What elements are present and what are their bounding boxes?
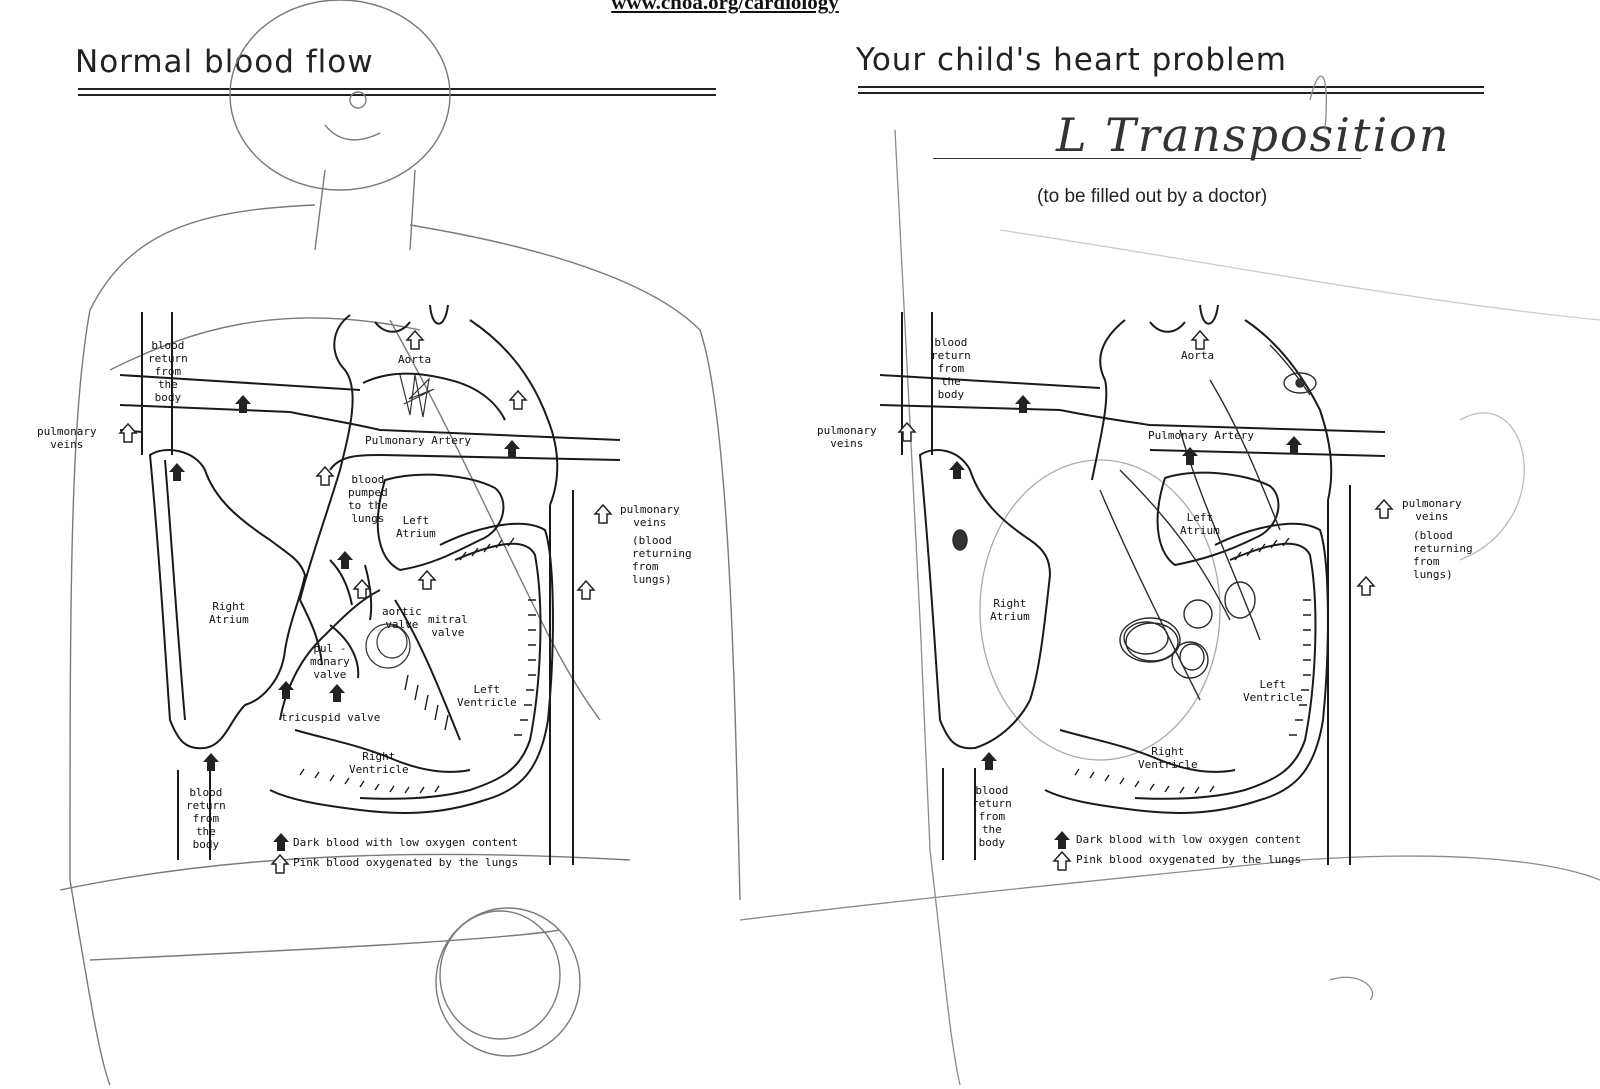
left-title-rule-top xyxy=(78,88,716,90)
right-title-rule-bottom xyxy=(858,92,1484,94)
left-heart-hatching xyxy=(299,537,536,794)
left-label-pulmonary-artery: Pulmonary Artery xyxy=(365,434,471,447)
header-url[interactable]: www.choa.org/cardiology xyxy=(611,0,839,14)
right-label-aorta: Aorta xyxy=(1181,349,1215,362)
right-scribble xyxy=(952,344,1317,701)
right-legend-dark: Dark blood with low oxygen content xyxy=(1076,833,1302,846)
legend-pink-arrow-left xyxy=(271,854,289,874)
left-legend-pink: Pink blood oxygenated by the lungs xyxy=(293,856,519,869)
handwritten-diagnosis: L Transposition xyxy=(1056,108,1451,162)
right-heart-diagram xyxy=(879,304,1386,865)
right-heart-hatching xyxy=(1074,537,1311,794)
fill-note: (to be filled out by a doctor) xyxy=(1037,186,1268,207)
right-panel-title: Your child's heart problem xyxy=(856,42,1287,78)
legend-pink-arrow-right xyxy=(1053,851,1071,871)
left-label-tricuspid-valve: tricuspid valve xyxy=(281,711,381,724)
right-label-pulmonary-artery: Pulmonary Artery xyxy=(1148,429,1254,442)
left-legend-dark: Dark blood with low oxygen content xyxy=(293,836,519,849)
left-heart-diagram xyxy=(119,304,621,865)
right-legend-pink: Pink blood oxygenated by the lungs xyxy=(1076,853,1302,866)
right-title-rule-top xyxy=(858,86,1484,88)
left-scribble xyxy=(365,374,435,669)
left-title-rule-bottom xyxy=(78,94,716,96)
left-panel-title: Normal blood flow xyxy=(75,44,374,80)
legend-dark-arrow-right xyxy=(1054,831,1070,849)
diagnosis-line xyxy=(933,158,1361,159)
left-label-aorta: Aorta xyxy=(398,353,432,366)
legend-dark-arrow-left xyxy=(273,833,289,851)
